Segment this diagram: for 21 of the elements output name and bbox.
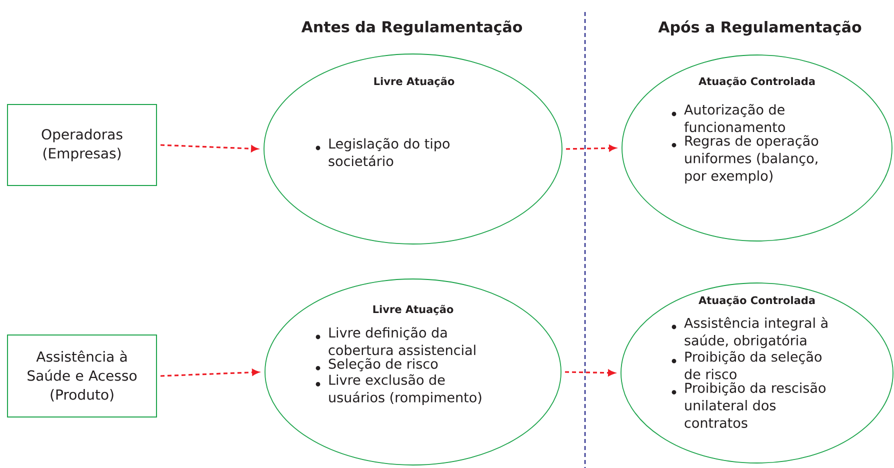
- arrow: [564, 370, 615, 376]
- bullet-item: Livre exclusão de usuários (rompimento): [329, 374, 482, 406]
- ellipse-heading: Livre Atuação: [374, 76, 454, 88]
- bullet-item: Proibição da rescisão unilateral dos contratos: [684, 382, 826, 428]
- column-heading: Após a Regulamentação: [658, 20, 862, 36]
- bullet-item: Autorização de funcionamento: [684, 104, 785, 132]
- ellipse-heading: Livre Atuação: [373, 304, 454, 316]
- bullet-item: Proibição da seleção de risco: [684, 351, 822, 380]
- arrow: [566, 144, 616, 152]
- process-box: Assistência à Saúde e Acesso (Produto): [7, 334, 157, 418]
- column-heading: Antes da Regulamentação: [301, 20, 522, 36]
- arrow: [160, 369, 259, 377]
- ellipse-heading: Atuação Controlada: [698, 76, 815, 88]
- bullet-item: Livre definição da cobertura assistencial: [328, 327, 476, 356]
- arrow: [160, 144, 258, 152]
- bullet-item: Assistência integral à saúde, obrigatória: [684, 316, 828, 348]
- ellipse-heading: Atuação Controlada: [698, 296, 815, 306]
- process-box: Operadoras (Empresas): [7, 104, 157, 186]
- bullet-item: Seleção de risco: [328, 358, 438, 372]
- bullet-item: Legislação do tipo societário: [328, 138, 450, 166]
- bullet-item: Regras de operação uniformes (balanço, por exemplo): [685, 135, 818, 184]
